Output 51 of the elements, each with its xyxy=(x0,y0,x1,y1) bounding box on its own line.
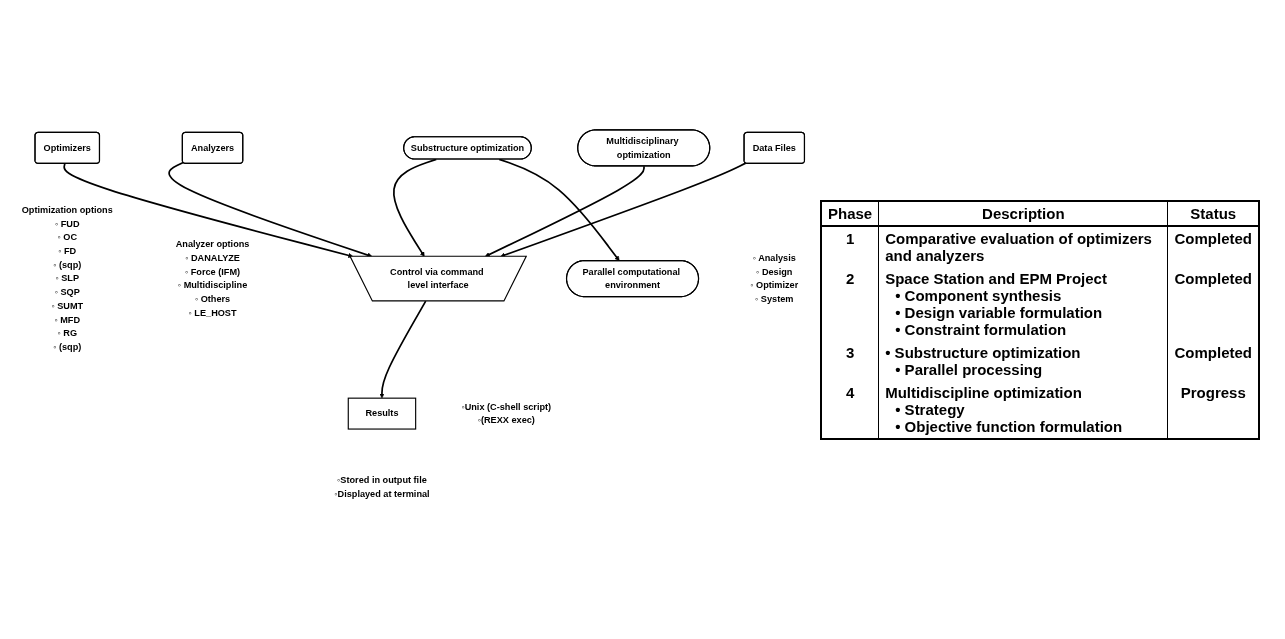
bullet-item: • Design variable formulation xyxy=(894,304,1104,321)
node-label: ◦ Multidiscipline xyxy=(177,280,248,291)
node-label: ◦ Design xyxy=(756,266,793,277)
node-label: ◦Unix (C-shell script) xyxy=(461,401,552,412)
cell-text: Space Station and EPM Project xyxy=(885,270,1108,287)
bullet-item: • Parallel processing xyxy=(894,361,1044,378)
node-label: ◦ FUD xyxy=(54,218,80,229)
bullet-item: • Strategy xyxy=(894,401,966,418)
arrow xyxy=(63,162,354,258)
node-label: ◦ (sqp) xyxy=(53,259,82,270)
bullet-item: • Objective function formulation xyxy=(894,418,1124,435)
cell-text: • Substructure optimization xyxy=(885,344,1082,361)
column-header: Status xyxy=(1189,205,1238,222)
node-label: ◦ FD xyxy=(58,245,77,256)
node-label: ◦ LE_HOST xyxy=(188,307,237,318)
arrow xyxy=(484,165,645,257)
node-label: ◦ Optimizer xyxy=(750,280,799,291)
cell-text: 2 xyxy=(844,270,856,287)
cell-text: 4 xyxy=(844,384,856,401)
node-label: ◦ System xyxy=(755,294,794,304)
node-label: ◦ DANALYZE xyxy=(185,252,240,263)
cell-text: 1 xyxy=(844,230,856,247)
node-label: ◦ SUMT xyxy=(51,300,84,311)
cell-text: Completed xyxy=(1174,344,1252,361)
arrow xyxy=(379,300,427,399)
arrow xyxy=(498,158,620,262)
node-label: ◦ Force (IFM) xyxy=(184,266,241,277)
column-header: Phase xyxy=(828,205,873,222)
column-header: Description xyxy=(981,205,1066,222)
bullet-item: • Component synthesis xyxy=(894,287,1063,304)
cell-text: Completed xyxy=(1174,270,1252,287)
node-label: ◦ Others xyxy=(194,294,231,304)
node-label: ◦Displayed at terminal xyxy=(334,488,430,499)
node-box: Results xyxy=(347,397,417,430)
node-label: Analyzer options xyxy=(175,239,250,249)
cell-text: Comparative evaluation of optimizers and analyzers xyxy=(885,230,1153,264)
node-label: ◦ SQP xyxy=(54,287,80,297)
bullet-item: • Constraint formulation xyxy=(894,321,1068,338)
node-label: ◦ SLP xyxy=(55,273,80,284)
cell-text: 3 xyxy=(844,344,856,361)
node-label: ◦ Analysis xyxy=(752,252,796,263)
cell-text: Multidiscipline optimization xyxy=(885,384,1083,401)
cell-text: Completed xyxy=(1174,230,1252,247)
node-label: ◦(REXX exec) xyxy=(477,415,535,426)
node-label: ◦ OC xyxy=(57,232,78,242)
node-label: ◦ MFD xyxy=(54,314,81,325)
cell-text: Progress xyxy=(1179,384,1247,401)
node-label: ◦ (sqp) xyxy=(53,342,82,352)
node-label: Optimization options xyxy=(21,204,113,215)
node-label: ◦ RG xyxy=(57,328,78,339)
node-label: ◦Stored in output file xyxy=(337,474,427,485)
